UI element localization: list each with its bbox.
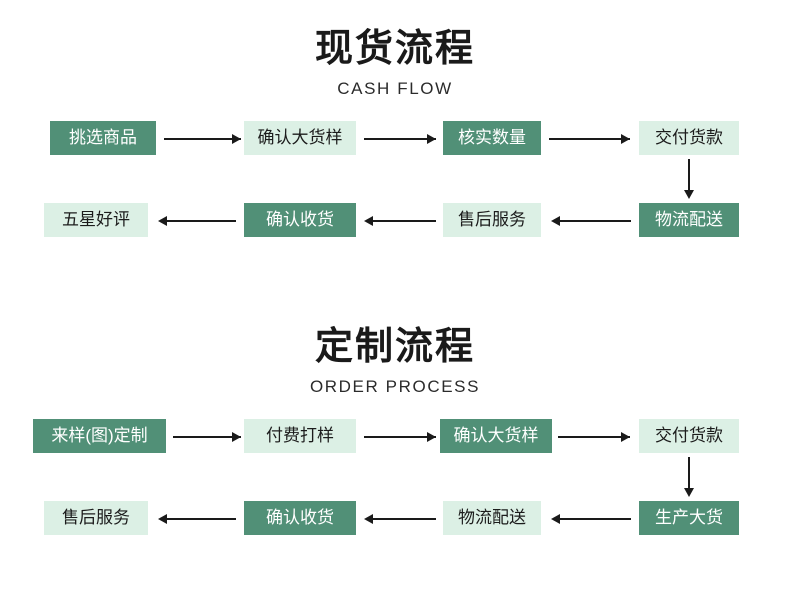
section-title-en-order-process: ORDER PROCESS	[309, 377, 481, 396]
flow-arrow-cash-r1-1to2	[164, 133, 241, 145]
flow-diagram-cash-flow: 挑选商品 确认大货样 核实数量 交付货款 五星好评 确认收货 售后服务 物流配送	[0, 121, 790, 251]
flow-node-cash-r1-1[interactable]: 挑选商品	[50, 121, 156, 155]
flow-arrow-cash-r1-2to3	[364, 133, 436, 145]
flow-node-cash-r2-4[interactable]: 物流配送	[639, 203, 739, 237]
section-title-cn-order-process: 定制流程	[314, 326, 475, 368]
flow-node-cash-r1-3[interactable]: 核实数量	[443, 121, 541, 155]
flow-node-order-r2-2[interactable]: 确认收货	[244, 501, 356, 535]
flow-arrow-cash-r2-4to3	[551, 215, 631, 227]
flow-node-cash-r2-2[interactable]: 确认收货	[244, 203, 356, 237]
flow-diagram-order-process: 来样(图)定制 付费打样 确认大货样 交付货款 售后服务 确认收货 物流配送 生…	[0, 419, 790, 549]
flow-node-order-r1-4[interactable]: 交付货款	[639, 419, 739, 453]
flow-node-cash-r1-4[interactable]: 交付货款	[639, 121, 739, 155]
section-title-en-cash-flow: CASH FLOW	[337, 79, 453, 98]
flow-arrow-cash-r1-4-down	[683, 159, 695, 199]
flow-arrow-order-r1-1to2	[173, 431, 241, 443]
flow-arrow-cash-r2-3to2	[364, 215, 436, 227]
flow-node-order-r2-1[interactable]: 售后服务	[44, 501, 148, 535]
flow-node-order-r1-3[interactable]: 确认大货样	[440, 419, 552, 453]
flow-arrow-order-r1-4-down	[683, 457, 695, 497]
flow-arrow-order-r1-2to3	[364, 431, 436, 443]
flow-node-order-r1-2[interactable]: 付费打样	[244, 419, 356, 453]
flow-arrow-cash-r2-2to1	[158, 215, 236, 227]
flow-arrow-order-r1-3to4	[558, 431, 630, 443]
flow-node-cash-r2-1[interactable]: 五星好评	[44, 203, 148, 237]
section-title-block-cash-flow: 现货流程 CASH FLOW	[0, 0, 790, 99]
flow-section-order-process: 定制流程 ORDER PROCESS 来样(图)定制 付费打样 确认大货样 交付…	[0, 300, 790, 549]
section-title-cn-cash-flow: 现货流程	[314, 28, 475, 70]
flow-node-order-r2-4[interactable]: 生产大货	[639, 501, 739, 535]
flow-arrow-cash-r1-3to4	[549, 133, 630, 145]
flow-node-cash-r2-3[interactable]: 售后服务	[443, 203, 541, 237]
flow-arrow-order-r2-3to2	[364, 513, 436, 525]
flow-arrow-order-r2-2to1	[158, 513, 236, 525]
flow-node-cash-r1-2[interactable]: 确认大货样	[244, 121, 356, 155]
flow-node-order-r2-3[interactable]: 物流配送	[443, 501, 541, 535]
flow-arrow-order-r2-4to3	[551, 513, 631, 525]
flow-node-order-r1-1[interactable]: 来样(图)定制	[33, 419, 166, 453]
section-title-block-order-process: 定制流程 ORDER PROCESS	[0, 300, 790, 397]
flow-section-cash-flow: 现货流程 CASH FLOW 挑选商品 确认大货样 核实数量 交付货款 五星好评…	[0, 0, 790, 251]
